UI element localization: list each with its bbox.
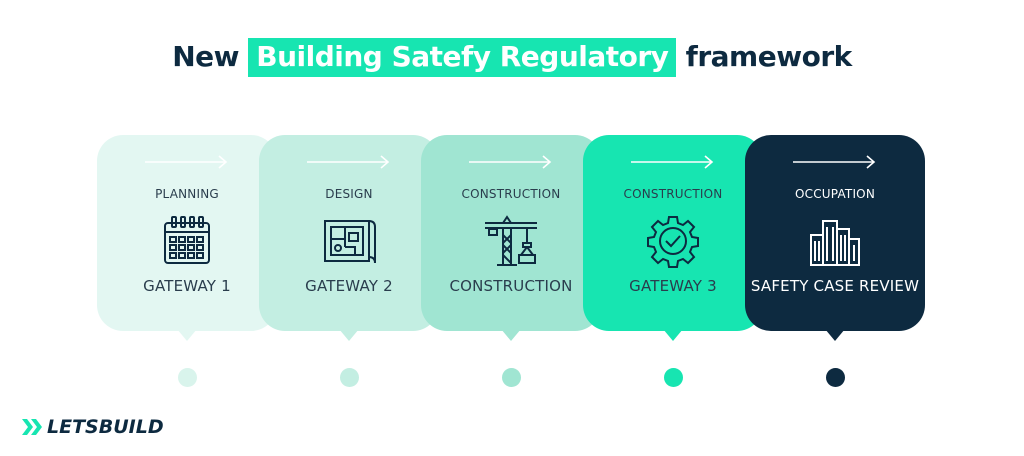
stage-gateway-label: SAFETY CASE REVIEW [750, 277, 920, 295]
stage-phase-label: DESIGN [325, 187, 373, 201]
title-suffix: framework [685, 40, 853, 73]
crane-icon [485, 215, 537, 266]
stage-pointer [177, 329, 197, 341]
stage-construction: CONSTRUCTION CONSTRUCTION [421, 135, 601, 341]
stage-phase-label: PLANNING [155, 187, 219, 201]
arrow-right-icon [145, 155, 228, 169]
stage-pointer [339, 329, 359, 341]
logo-wordmark: LETSBUILD [47, 416, 164, 438]
stage-design: DESIGN GATEWAY 2 [259, 135, 439, 341]
stage-gateway-label: CONSTRUCTION [449, 277, 573, 295]
stage-gateway-label: GATEWAY 2 [305, 277, 393, 295]
stage-pointer [825, 329, 845, 341]
stage-construction-gateway: CONSTRUCTION GATEWAY 3 [583, 135, 763, 341]
title-prefix: New [172, 40, 240, 73]
stage-gateway-label: GATEWAY 3 [629, 277, 717, 295]
arrow-right-icon [631, 155, 714, 169]
blueprint-icon [324, 220, 376, 264]
stage-dot-4 [664, 368, 683, 387]
stage-gateway-label: GATEWAY 1 [143, 277, 231, 295]
arrow-right-icon [307, 155, 390, 169]
stage-occupation: OCCUPATION SAFETY CASE REVIEW [745, 135, 925, 341]
title-highlight: Building Satefy Regulatory [248, 38, 677, 77]
chevrons-logo-icon [22, 419, 42, 435]
stage-pointer [501, 329, 521, 341]
gear-check-icon [647, 216, 699, 268]
stage-dot-5 [826, 368, 845, 387]
stage-dot-1 [178, 368, 197, 387]
stage-phase-label: CONSTRUCTION [623, 187, 723, 201]
arrow-right-icon [469, 155, 552, 169]
arrow-right-icon [793, 155, 876, 169]
stage-dot-2 [340, 368, 359, 387]
stage-pointer [663, 329, 683, 341]
stage-phase-label: OCCUPATION [794, 187, 876, 201]
stage-dot-3 [502, 368, 521, 387]
calendar-icon [164, 216, 210, 264]
stage-planning: PLANNING GATEWAY 1 [97, 135, 277, 341]
letsbuild-logo: LETSBUILD [22, 416, 164, 438]
stage-phase-label: CONSTRUCTION [461, 187, 561, 201]
page-title: New Building Satefy Regulatory framework [0, 38, 1024, 77]
buildings-icon [810, 220, 860, 266]
